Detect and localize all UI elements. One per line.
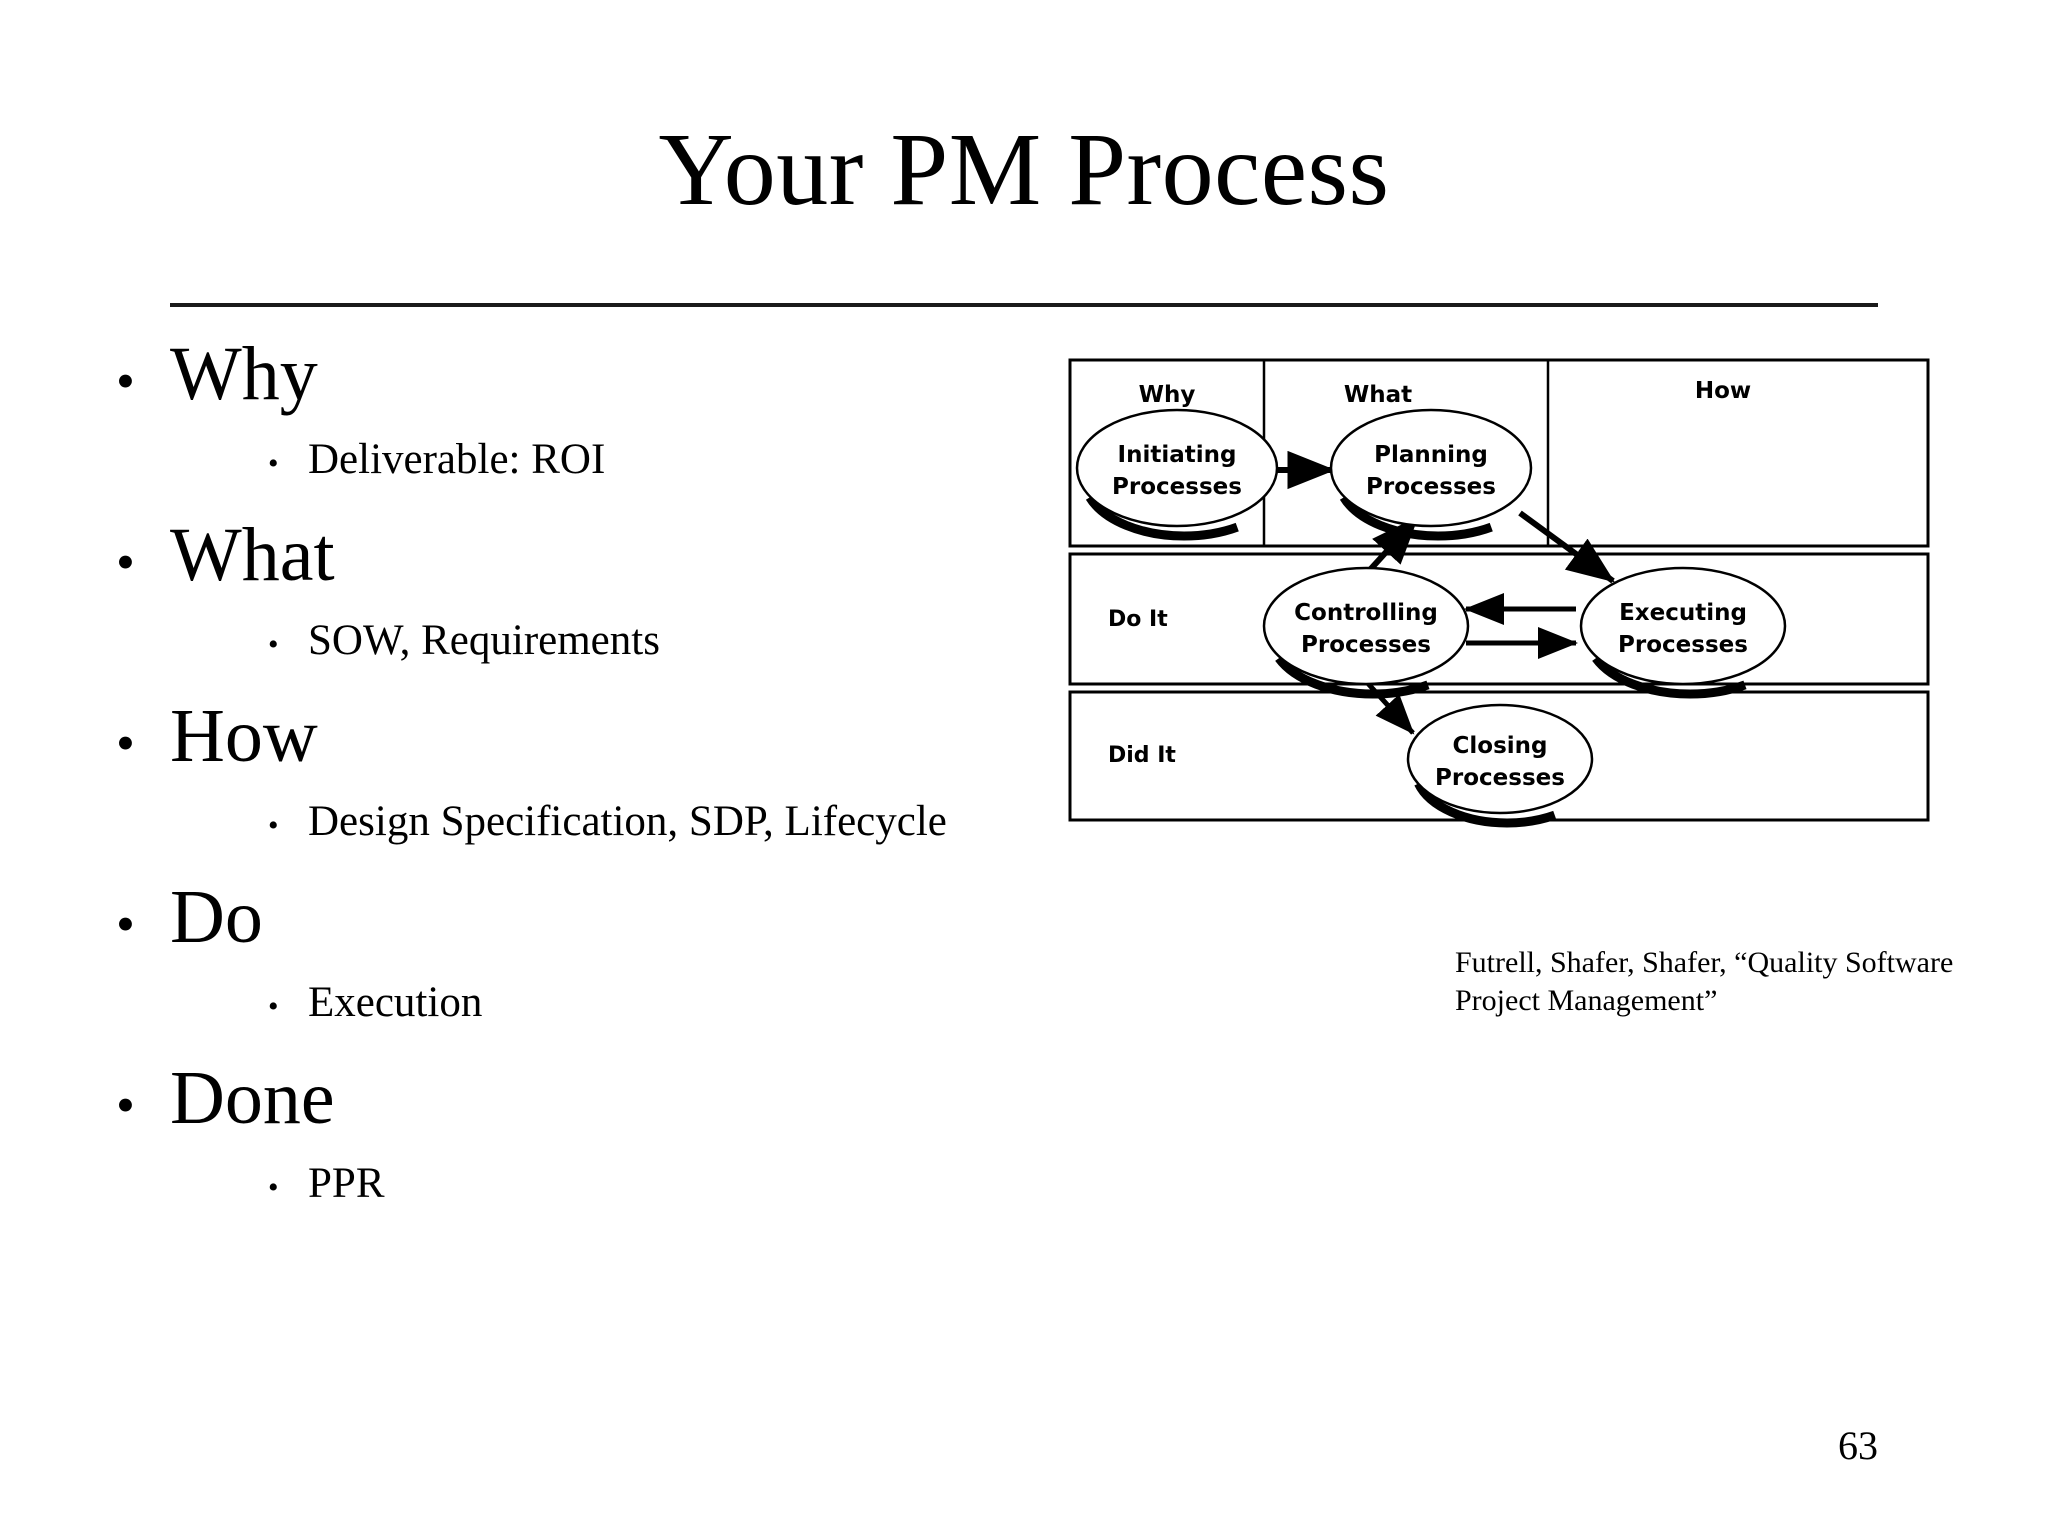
outline-level1-label: What (170, 513, 335, 597)
node-shadow (1583, 573, 1797, 699)
diagram-row-header: Did It (1108, 743, 1176, 768)
list-item: • Do (108, 879, 1068, 955)
node-label-line1: Planning (1374, 442, 1488, 468)
bullet-dot-icon: • (116, 1075, 135, 1135)
source-citation: Futrell, Shafer, Shafer, “Quality Softwa… (1455, 944, 1955, 1021)
node-ellipse (1406, 703, 1594, 815)
outline-level2-label: PPR (308, 1160, 385, 1207)
outline-level2-label: Design Specification, SDP, Lifecycle (308, 798, 947, 845)
list-item: • SOW, Requirements (258, 619, 1068, 662)
node-shadow (1333, 415, 1543, 541)
node-ellipse (1075, 408, 1279, 528)
node-label-line2: Processes (1366, 474, 1496, 500)
node-ellipse (1579, 566, 1787, 686)
page-number: 63 (1838, 1423, 1878, 1468)
list-item: • Why (108, 336, 1068, 412)
node-closing-processes: Closing Processes (1406, 703, 1604, 828)
outline-level1-label: Done (170, 1056, 335, 1140)
node-ellipse (1329, 408, 1533, 528)
node-shadow (1266, 573, 1480, 699)
list-item: • Execution (258, 981, 1068, 1024)
node-initiating-processes: Initiating Processes (1075, 408, 1289, 541)
bullet-dot-icon: • (116, 713, 135, 773)
list-item: • Design Specification, SDP, Lifecycle (258, 800, 1068, 843)
bullet-dot-icon: • (268, 809, 279, 842)
diagram-row-header: Do It (1108, 607, 1168, 632)
bullet-dot-icon: • (116, 351, 135, 411)
node-label-line1: Executing (1619, 600, 1747, 626)
edge-planning-executing (1518, 510, 1615, 584)
outline-level1-label: How (170, 694, 318, 778)
citation-line-1: Futrell, Shafer, Shafer, “Quality Softwa… (1455, 946, 1954, 979)
title-divider (170, 303, 1878, 307)
bullet-dot-icon: • (268, 447, 279, 480)
node-shadow (1410, 710, 1604, 828)
diagram-column-header: Why (1139, 382, 1196, 408)
outline-level1-label: Do (170, 875, 263, 959)
outline-level2-label: SOW, Requirements (308, 617, 660, 664)
node-executing-processes: Executing Processes (1579, 566, 1797, 699)
bullet-dot-icon: • (268, 1171, 279, 1204)
node-label-line2: Processes (1112, 474, 1242, 500)
edge-controlling-closing (1361, 676, 1415, 735)
bullet-dot-icon: • (116, 894, 135, 954)
bullet-dot-icon: • (116, 532, 135, 592)
bullet-dot-icon: • (268, 990, 279, 1023)
node-label-line2: Processes (1301, 632, 1431, 658)
pm-process-diagram: Why What How Do It Did It (1068, 358, 1930, 901)
node-label-line2: Processes (1435, 765, 1565, 791)
citation-line-2: Project Management” (1455, 984, 1718, 1018)
diagram-column-header: What (1344, 382, 1412, 408)
node-ellipse (1262, 566, 1470, 686)
list-item: • PPR (258, 1162, 1068, 1205)
bullet-dot-icon: • (268, 628, 279, 661)
node-shadow (1079, 415, 1289, 541)
node-label-line2: Processes (1618, 632, 1748, 658)
node-label-line1: Initiating (1118, 442, 1237, 468)
outline-level1-label: Why (170, 332, 318, 416)
node-label-line1: Controlling (1294, 600, 1438, 626)
outline-level2-label: Deliverable: ROI (308, 436, 606, 483)
node-controlling-processes: Controlling Processes (1262, 566, 1480, 699)
list-item: • Done (108, 1060, 1068, 1136)
diagram-column-header: How (1695, 378, 1751, 404)
list-item: • Deliverable: ROI (258, 438, 1068, 481)
node-label-line1: Closing (1453, 733, 1548, 759)
list-item: • What (108, 517, 1068, 593)
outline-level2-label: Execution (308, 979, 483, 1026)
outline-list: • Why • Deliverable: ROI • What • SOW, R… (108, 336, 1068, 1205)
page-title: Your PM Process (658, 112, 1390, 227)
node-planning-processes: Planning Processes (1329, 408, 1543, 541)
list-item: • How (108, 698, 1068, 774)
